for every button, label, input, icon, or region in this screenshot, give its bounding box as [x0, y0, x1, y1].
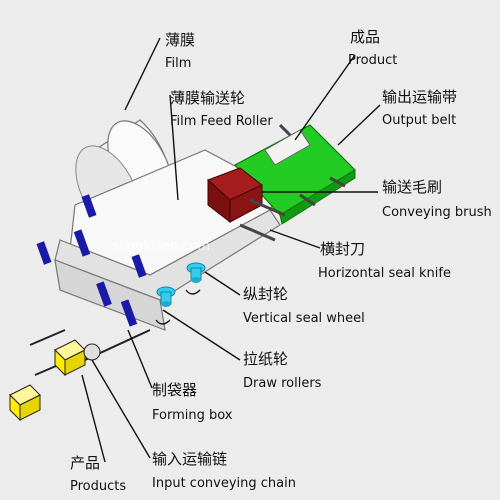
label-en: Conveying brush — [382, 205, 492, 220]
label-product: 成品 Product — [348, 28, 397, 68]
chain-sprocket — [83, 343, 101, 361]
label-zh: 薄膜输送轮 — [170, 89, 245, 107]
label-zh: 成品 — [350, 28, 380, 46]
label-en: Input conveying chain — [152, 476, 296, 491]
label-en: Film — [165, 56, 191, 71]
seal-wheel — [156, 286, 176, 307]
label-en: Output belt — [382, 113, 456, 128]
label-horizontal-seal-knife: 横封刀 Horizontal seal knife — [318, 240, 451, 281]
label-en: Products — [70, 479, 126, 494]
label-output-belt: 输出运输带 Output belt — [382, 88, 457, 128]
label-en: Product — [348, 53, 397, 68]
label-input-conveying-chain: 输入运输链 Input conveying chain — [152, 450, 296, 491]
label-products: 产品 Products — [70, 454, 126, 494]
label-zh: 纵封轮 — [243, 285, 288, 303]
label-vertical-seal-wheel: 纵封轮 Vertical seal wheel — [243, 285, 365, 326]
label-zh: 输送毛刷 — [382, 178, 442, 196]
label-zh: 输入运输链 — [152, 450, 227, 468]
label-conveying-brush: 输送毛刷 Conveying brush — [382, 178, 492, 220]
label-en: Forming box — [152, 408, 233, 423]
label-film: 薄膜 Film — [165, 31, 195, 71]
label-zh: 薄膜 — [165, 31, 195, 49]
label-film-feed-roller: 薄膜输送轮 Film Feed Roller — [170, 89, 273, 129]
vertical-seal-wheels — [155, 262, 206, 325]
rotation-arrow-icon — [155, 319, 171, 325]
label-en: Vertical seal wheel — [243, 311, 365, 326]
product-block — [54, 339, 86, 377]
label-en: Horizontal seal knife — [318, 266, 451, 281]
horizontal-seal-knife — [239, 198, 286, 242]
label-zh: 制袋器 — [152, 381, 197, 399]
label-en: Draw rollers — [243, 376, 322, 391]
leader-lines — [81, 37, 381, 463]
label-zh: 拉纸轮 — [243, 350, 288, 368]
label-zh: 产品 — [70, 454, 100, 472]
watermark: shgoldsen.com — [112, 239, 210, 254]
label-forming-box: 制袋器 Forming box — [152, 381, 233, 423]
conveying-brush — [207, 167, 263, 224]
product-block — [9, 384, 41, 422]
label-en: Film Feed Roller — [170, 114, 273, 129]
label-zh: 横封刀 — [320, 240, 365, 258]
rotation-arrow-icon — [185, 289, 201, 295]
products-blocks — [9, 339, 101, 422]
seal-wheel — [186, 262, 206, 283]
label-draw-rollers: 拉纸轮 Draw rollers — [243, 350, 322, 391]
label-zh: 输出运输带 — [382, 88, 457, 106]
